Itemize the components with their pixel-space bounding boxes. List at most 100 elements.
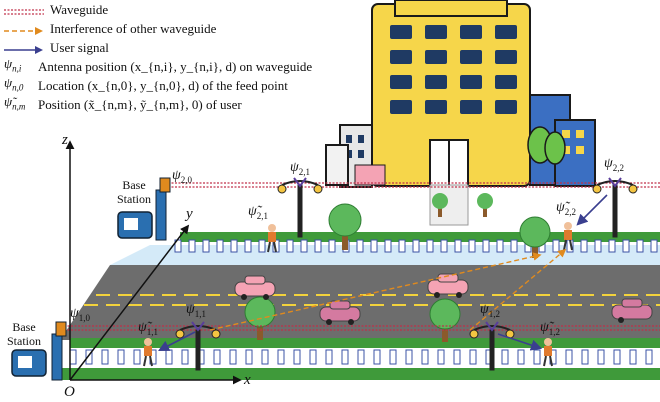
waveguide-swatch	[4, 4, 44, 16]
fence-post	[370, 239, 378, 253]
base-station-bottom	[11, 321, 67, 381]
legend-user-signal: User signal	[4, 38, 334, 57]
fence-post	[629, 349, 637, 365]
fence-post	[645, 349, 653, 365]
building-window	[460, 50, 482, 64]
base-station-top-label: Base Station	[116, 178, 151, 206]
fence-post	[594, 239, 602, 253]
fence-post	[300, 239, 308, 253]
building-window	[390, 100, 412, 114]
fence-post	[510, 239, 518, 253]
legend-waveguide-label: Waveguide	[50, 2, 109, 17]
fence-post	[469, 349, 477, 365]
user-11-label: ψ̃1,1	[138, 320, 158, 337]
building-window	[460, 75, 482, 89]
fence-post	[101, 349, 109, 365]
legend-antenna: ψn,i Antenna position (x_{n,i}, y_{n,i},…	[4, 56, 334, 76]
legend-interference-label: Interference of other waveguide	[50, 21, 217, 36]
fence-post	[314, 239, 322, 253]
building	[325, 0, 596, 226]
fence-post	[293, 349, 301, 365]
legend-user: ψ̃n,m Position (x̃_{n,m}, ỹ_{n,m}, 0) of…	[4, 94, 334, 114]
building-window	[495, 25, 517, 39]
antennas	[175, 177, 638, 371]
fence-post	[328, 239, 336, 253]
feed-symbol: ψn,0	[4, 75, 24, 93]
building-window	[425, 50, 447, 64]
legend: Waveguide Interference of other waveguid…	[4, 0, 334, 114]
base-station-top	[117, 177, 171, 241]
fence-post	[341, 349, 349, 365]
legend-feed-label: Location (x_{n,0}, y_{n,0}, d) of the fe…	[38, 78, 288, 93]
fence-post	[517, 349, 525, 365]
interference-arrow-icon	[4, 23, 44, 35]
fence-post	[356, 239, 364, 253]
fence-post	[454, 239, 462, 253]
building-window	[390, 75, 412, 89]
antenna-21-label: ψ2,1	[290, 160, 310, 177]
fence-post	[496, 239, 504, 253]
building-window	[390, 25, 412, 39]
axis-x-label: x	[244, 372, 251, 388]
fence-post	[384, 239, 392, 253]
fence-post	[613, 349, 621, 365]
trees	[244, 193, 551, 342]
user-12-label: ψ̃1,2	[540, 320, 560, 337]
fence-post	[357, 349, 365, 365]
feed-point-2-label: ψ2,0	[172, 168, 192, 185]
fence-post	[412, 239, 420, 253]
fence-post	[216, 239, 224, 253]
fence-post	[133, 349, 141, 365]
fence-post	[202, 239, 210, 253]
building-window	[495, 50, 517, 64]
fence-post	[533, 349, 541, 365]
fence-post	[468, 239, 476, 253]
fence-post	[181, 349, 189, 365]
axis-y-label: y	[186, 206, 193, 222]
fence-post	[597, 349, 605, 365]
fence-post	[552, 239, 560, 253]
fence-post	[309, 349, 317, 365]
building-window	[425, 25, 447, 39]
building-window	[460, 100, 482, 114]
near-sidewalk	[30, 338, 660, 385]
waveguide-2	[168, 182, 660, 188]
fence-post	[581, 349, 589, 365]
fence-post	[622, 239, 630, 253]
fence-post	[580, 239, 588, 253]
fence-post	[85, 349, 93, 365]
building-window	[460, 25, 482, 39]
fence-post	[69, 349, 77, 365]
base-station-bottom-label: Base Station	[6, 320, 41, 348]
fence-post	[421, 349, 429, 365]
user-signal-arrow-icon	[4, 42, 44, 54]
fence-post	[389, 349, 397, 365]
fence-post	[426, 239, 434, 253]
axes	[65, 140, 242, 385]
building-window	[495, 75, 517, 89]
legend-waveguide: Waveguide	[4, 0, 334, 19]
fence-post	[453, 349, 461, 365]
fence-post	[482, 239, 490, 253]
antenna-symbol: ψn,i	[4, 56, 22, 74]
fence-post	[213, 349, 221, 365]
fence-post	[405, 349, 413, 365]
fence-post	[165, 349, 173, 365]
fence-post	[188, 239, 196, 253]
legend-user-label: Position (x̃_{n,m}, ỹ_{n,m}, 0) of user	[38, 97, 242, 112]
far-sidewalk	[110, 187, 660, 265]
fence-post	[437, 349, 445, 365]
fence-post	[440, 239, 448, 253]
building-window	[425, 75, 447, 89]
user-22-label: ψ̃2,2	[556, 200, 576, 217]
axis-z-label: z	[62, 132, 68, 148]
users	[143, 222, 573, 367]
signals	[158, 194, 608, 352]
antenna-22-label: ψ2,2	[604, 156, 624, 173]
origin-label: O	[64, 384, 75, 400]
legend-antenna-label: Antenna position (x_{n,i}, y_{n,i}, d) o…	[38, 59, 313, 74]
fence-post	[286, 239, 294, 253]
fence-post	[258, 239, 266, 253]
feed-point-1-label: ψ1,0	[70, 306, 90, 323]
